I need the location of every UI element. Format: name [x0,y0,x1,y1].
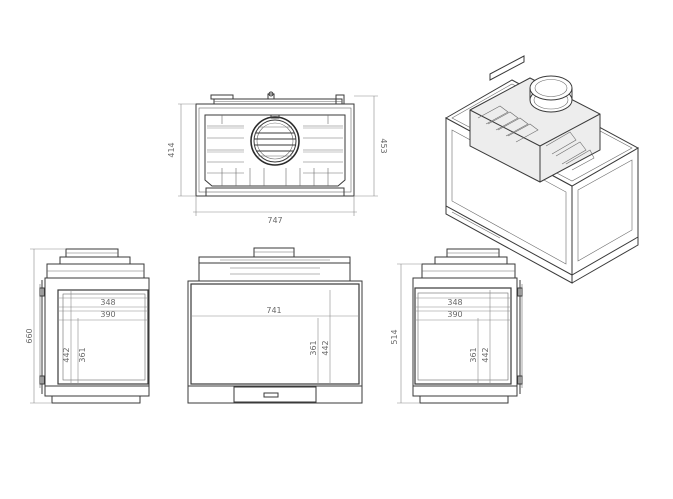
dim-right-width-348: 348 [447,298,462,307]
dim-right-height-442: 442 [481,347,490,362]
dim-front-height-361: 361 [309,340,318,355]
top-ribs [221,115,329,186]
dim-right-height-514: 514 [390,329,399,344]
dim-top-depth-outer: 453 [379,138,388,153]
left-dimensions [30,248,148,404]
left-side-view: 348 390 442 361 660 [25,248,150,404]
iso-fins [477,105,595,171]
dim-left-width-348: 348 [100,298,115,307]
dim-front-width: 741 [266,306,281,315]
front-view: 741 361 442 [187,247,363,404]
dim-left-height-660: 660 [25,328,34,343]
dim-right-width-390: 390 [447,310,462,319]
top-view: 747 414 453 [167,91,388,225]
dim-right-height-361: 361 [469,347,478,362]
isometric-view [444,55,640,284]
dim-left-height-442: 442 [62,347,71,362]
dim-front-height-442: 442 [321,340,330,355]
right-dimensions [397,263,511,404]
top-slats-left [207,125,244,174]
top-dimensions [178,95,378,216]
flue-collar-top [250,114,300,166]
dim-left-width-390: 390 [100,310,115,319]
top-slats-right [303,125,343,174]
flue-collar-iso [529,75,573,113]
front-dimensions [191,290,359,384]
dim-left-height-361: 361 [78,347,87,362]
dim-top-width: 747 [267,216,282,225]
dim-top-depth-inner: 414 [167,142,176,157]
right-side-view: 348 390 361 442 514 [390,248,523,404]
